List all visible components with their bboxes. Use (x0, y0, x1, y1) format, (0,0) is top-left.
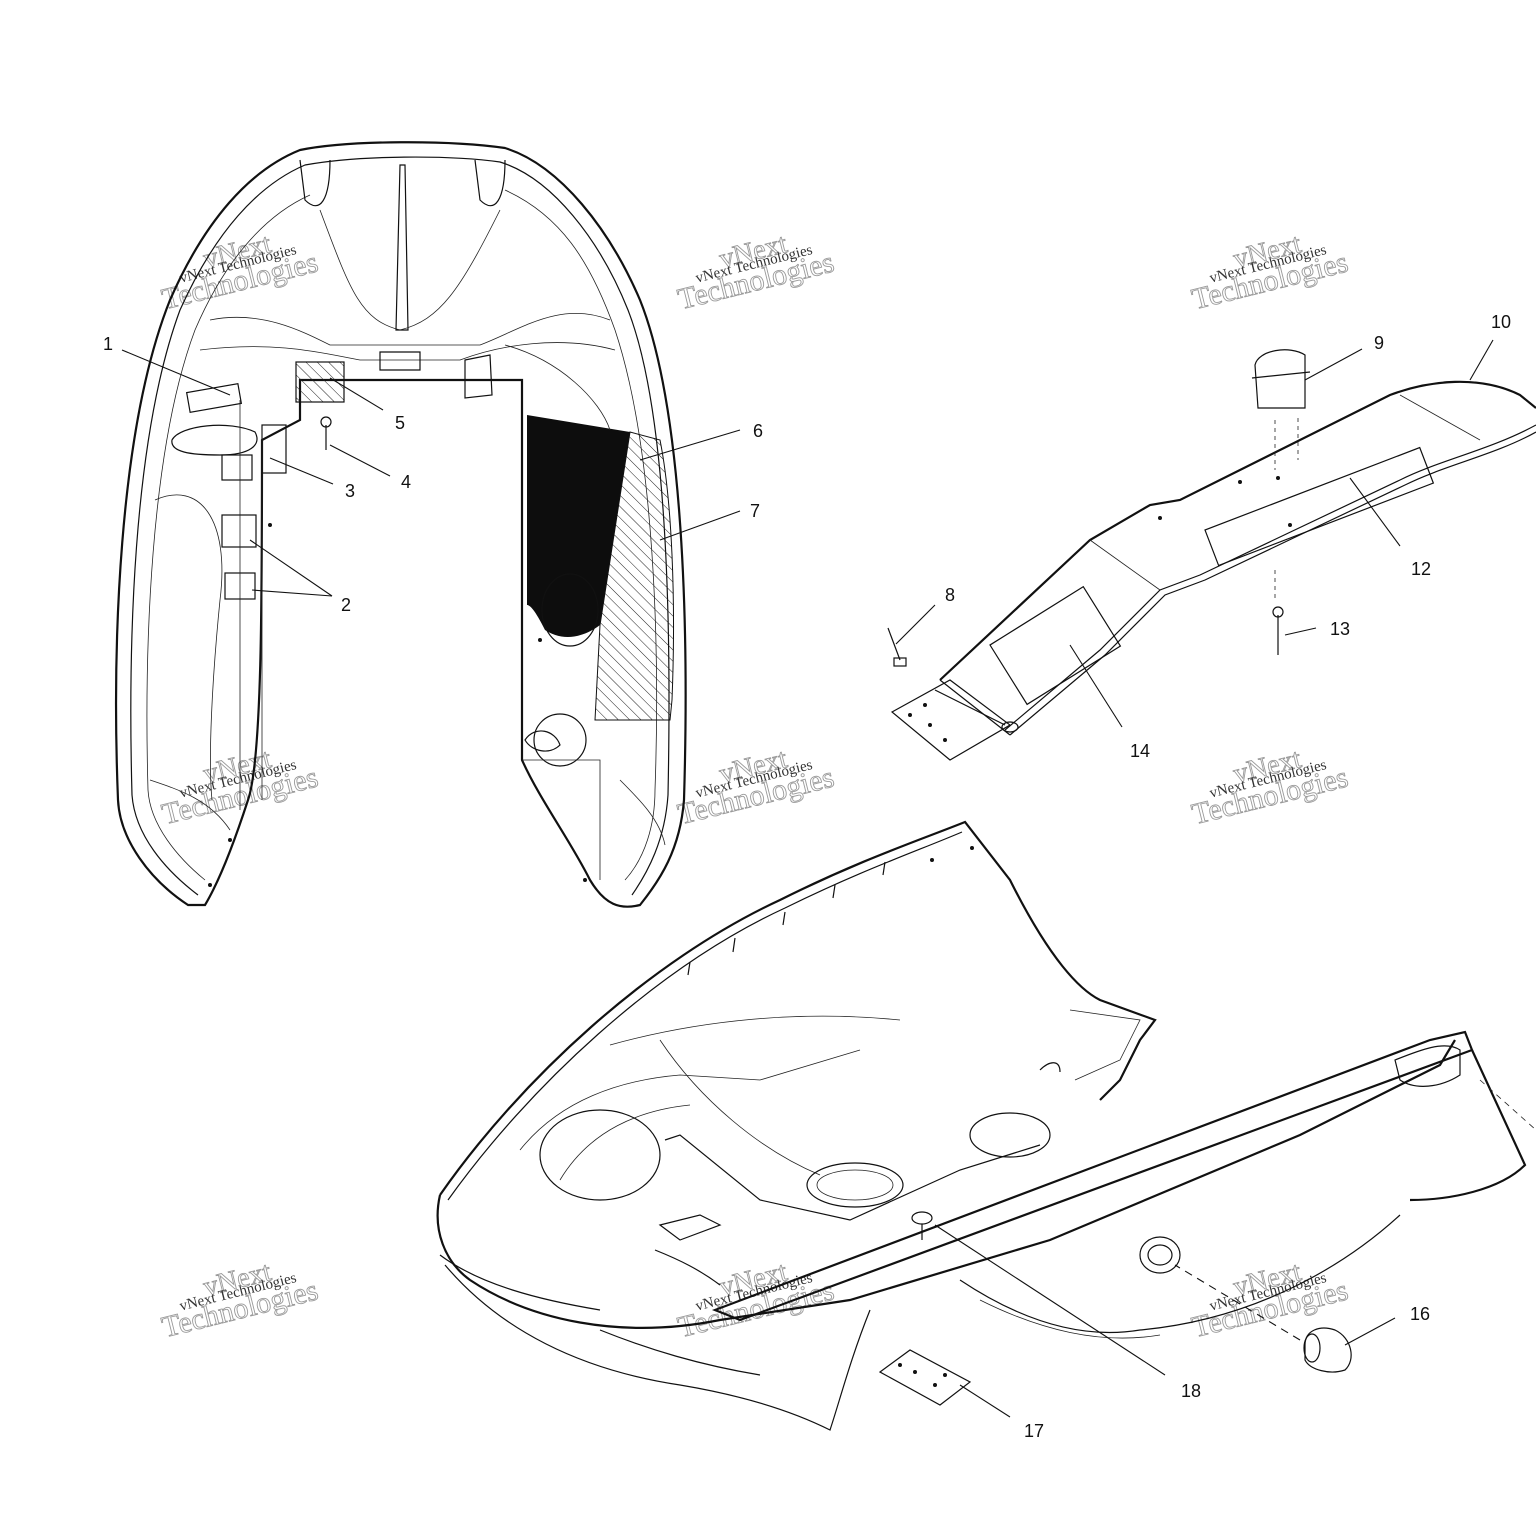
leader-12 (1349, 477, 1401, 547)
leader-10 (1469, 339, 1494, 381)
callout-10: 10 (1491, 312, 1511, 332)
leader-17 (959, 1384, 1011, 1418)
callout-14: 14 (1130, 741, 1150, 761)
callout-3: 3 (345, 481, 355, 501)
leader-5 (329, 377, 384, 411)
callout-labels: 1 2 3 4 5 6 7 8 9 10 12 13 14 16 17 18 (103, 312, 1511, 1441)
leader-9 (1304, 348, 1363, 381)
leader-3 (269, 457, 334, 485)
leader-lines (121, 339, 1494, 1418)
leader-7 (659, 510, 741, 541)
callout-1: 1 (103, 334, 113, 354)
callout-5: 5 (395, 413, 405, 433)
callout-18: 18 (1181, 1381, 1201, 1401)
hood-perspective-view (436, 820, 1536, 1431)
callout-16: 16 (1410, 1304, 1430, 1324)
leader-2b (251, 589, 333, 597)
leader-4 (329, 444, 391, 477)
leader-1 (121, 349, 231, 396)
console-panel-view (887, 349, 1536, 761)
leader-16b (1174, 1264, 1301, 1341)
callout-8: 8 (945, 585, 955, 605)
watermark: vNext Technologies vNext Technologies (158, 1256, 322, 1345)
leader-16a (1344, 1317, 1396, 1346)
watermark: vNext Technologies vNext Technologies (158, 743, 322, 832)
callout-17: 17 (1024, 1421, 1044, 1441)
hood-underside-view (115, 141, 687, 908)
callout-2: 2 (341, 595, 351, 615)
watermark: vNext Technologies vNext Technologies (158, 228, 322, 317)
callout-9: 9 (1374, 333, 1384, 353)
callout-7: 7 (750, 501, 760, 521)
watermark: vNext Technologies vNext Technologies (1188, 743, 1352, 832)
watermark: vNext Technologies vNext Technologies (674, 743, 838, 832)
leader-6 (639, 429, 741, 461)
leader-14 (1069, 644, 1123, 728)
watermark: vNext Technologies vNext Technologies (674, 228, 838, 317)
leader-8 (895, 604, 936, 645)
callout-4: 4 (401, 472, 411, 492)
leader-13 (1284, 627, 1317, 636)
watermark: vNext Technologies vNext Technologies (1188, 228, 1352, 317)
leader-18 (934, 1224, 1166, 1376)
callout-6: 6 (753, 421, 763, 441)
watermark: vNext Technologies vNext Technologies (1188, 1256, 1352, 1345)
callout-12: 12 (1411, 559, 1431, 579)
leader-2a (249, 539, 333, 597)
callout-13: 13 (1330, 619, 1350, 639)
